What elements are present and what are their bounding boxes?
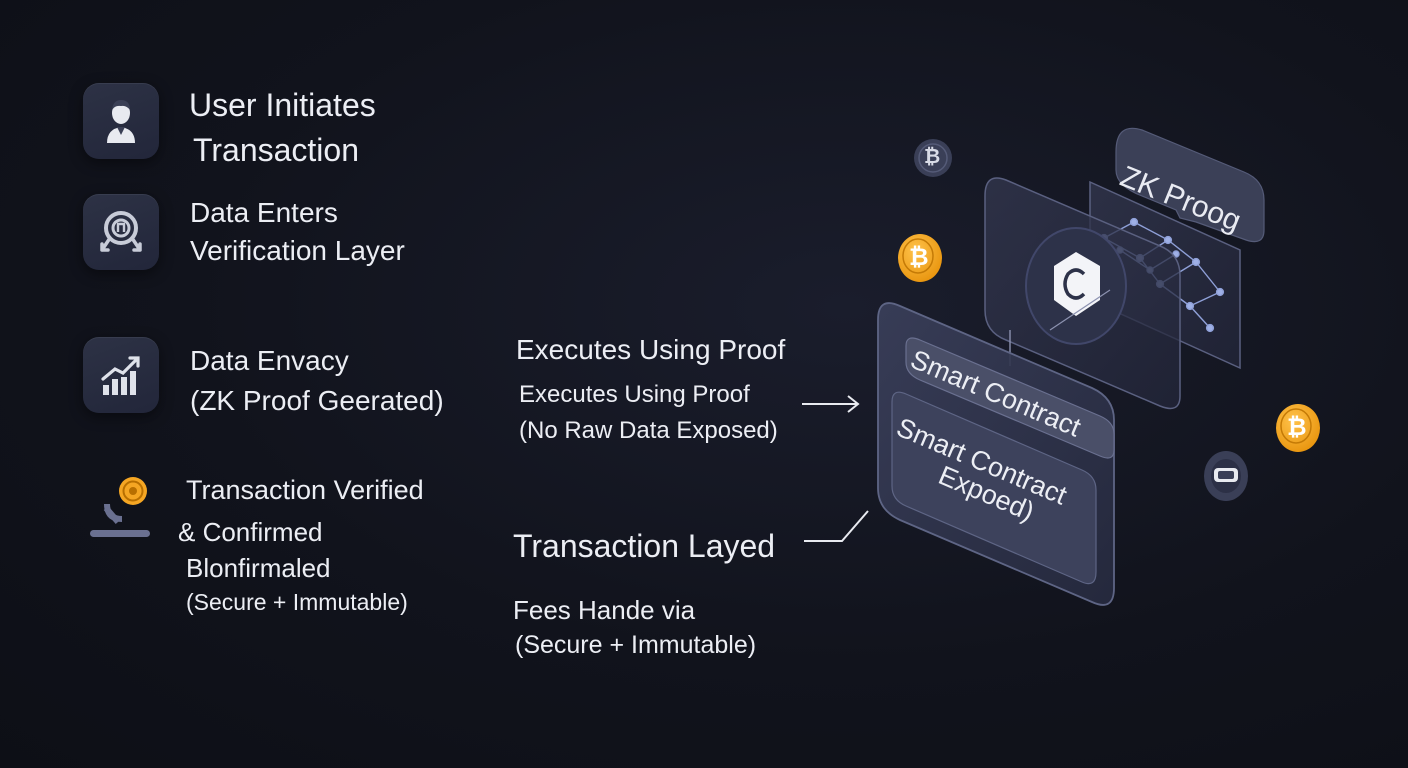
growth-chart-icon <box>101 356 140 395</box>
step-4-line-1: Transaction Verified <box>186 475 424 505</box>
step-4-icon <box>86 470 158 542</box>
fees-line-2: (Secure + Immutable) <box>515 631 757 659</box>
fees-line-1: Fees Hande via <box>513 595 696 625</box>
step-1-icon-tile <box>83 83 159 159</box>
step-2-icon-tile <box>83 194 159 270</box>
step-2-line-2: Verification Layer <box>190 235 405 267</box>
step-4-line-2: & Confirmed <box>178 516 323 547</box>
transaction-layer-label: Transaction Layed <box>513 528 776 564</box>
step-4-line-3: Blonfirmaled <box>186 552 331 583</box>
step-3-title: Data Envacy (ZK Proof Geerated) <box>190 344 444 418</box>
coin-token-grey <box>1204 451 1248 501</box>
connector-line <box>804 510 869 542</box>
step-1-line-1: User Initiates <box>189 87 376 123</box>
step-2-title: Data Enters Verification Layer <box>190 196 405 268</box>
step-2-line-1: Data Enters <box>190 197 338 228</box>
step-3-icon-tile <box>83 337 159 413</box>
user-icon <box>107 100 135 143</box>
proof-core-panel <box>984 177 1181 410</box>
step-1-line-2: Transaction <box>193 132 359 169</box>
right-arrow-icon <box>802 395 860 413</box>
step-1-title: User Initiates Transaction <box>189 86 376 170</box>
verification-badge-icon <box>100 211 142 252</box>
step-4-line-4: (Secure + Immutable) <box>186 589 408 616</box>
step-3-line-2: (ZK Proof Geerated) <box>190 385 444 417</box>
step-3-line-1: Data Envacy <box>190 345 349 376</box>
bitcoin-glyph-right: ₿ <box>1287 414 1307 441</box>
coin-deposit-icon <box>90 477 150 537</box>
bitcoin-glyph-small: ₿ <box>924 146 941 168</box>
zk-proof-label: ZK Proog <box>1115 160 1246 239</box>
executes-heading: Executes Using Proof <box>516 334 786 365</box>
bitcoin-glyph-left: ₿ <box>909 244 929 271</box>
step-4-title: Transaction Verified & Confirmed Blonfir… <box>178 474 424 616</box>
executes-sub-line-1: Executes Using Proof <box>519 381 750 408</box>
executes-sub-line-2: (No Raw Data Exposed) <box>519 417 778 444</box>
